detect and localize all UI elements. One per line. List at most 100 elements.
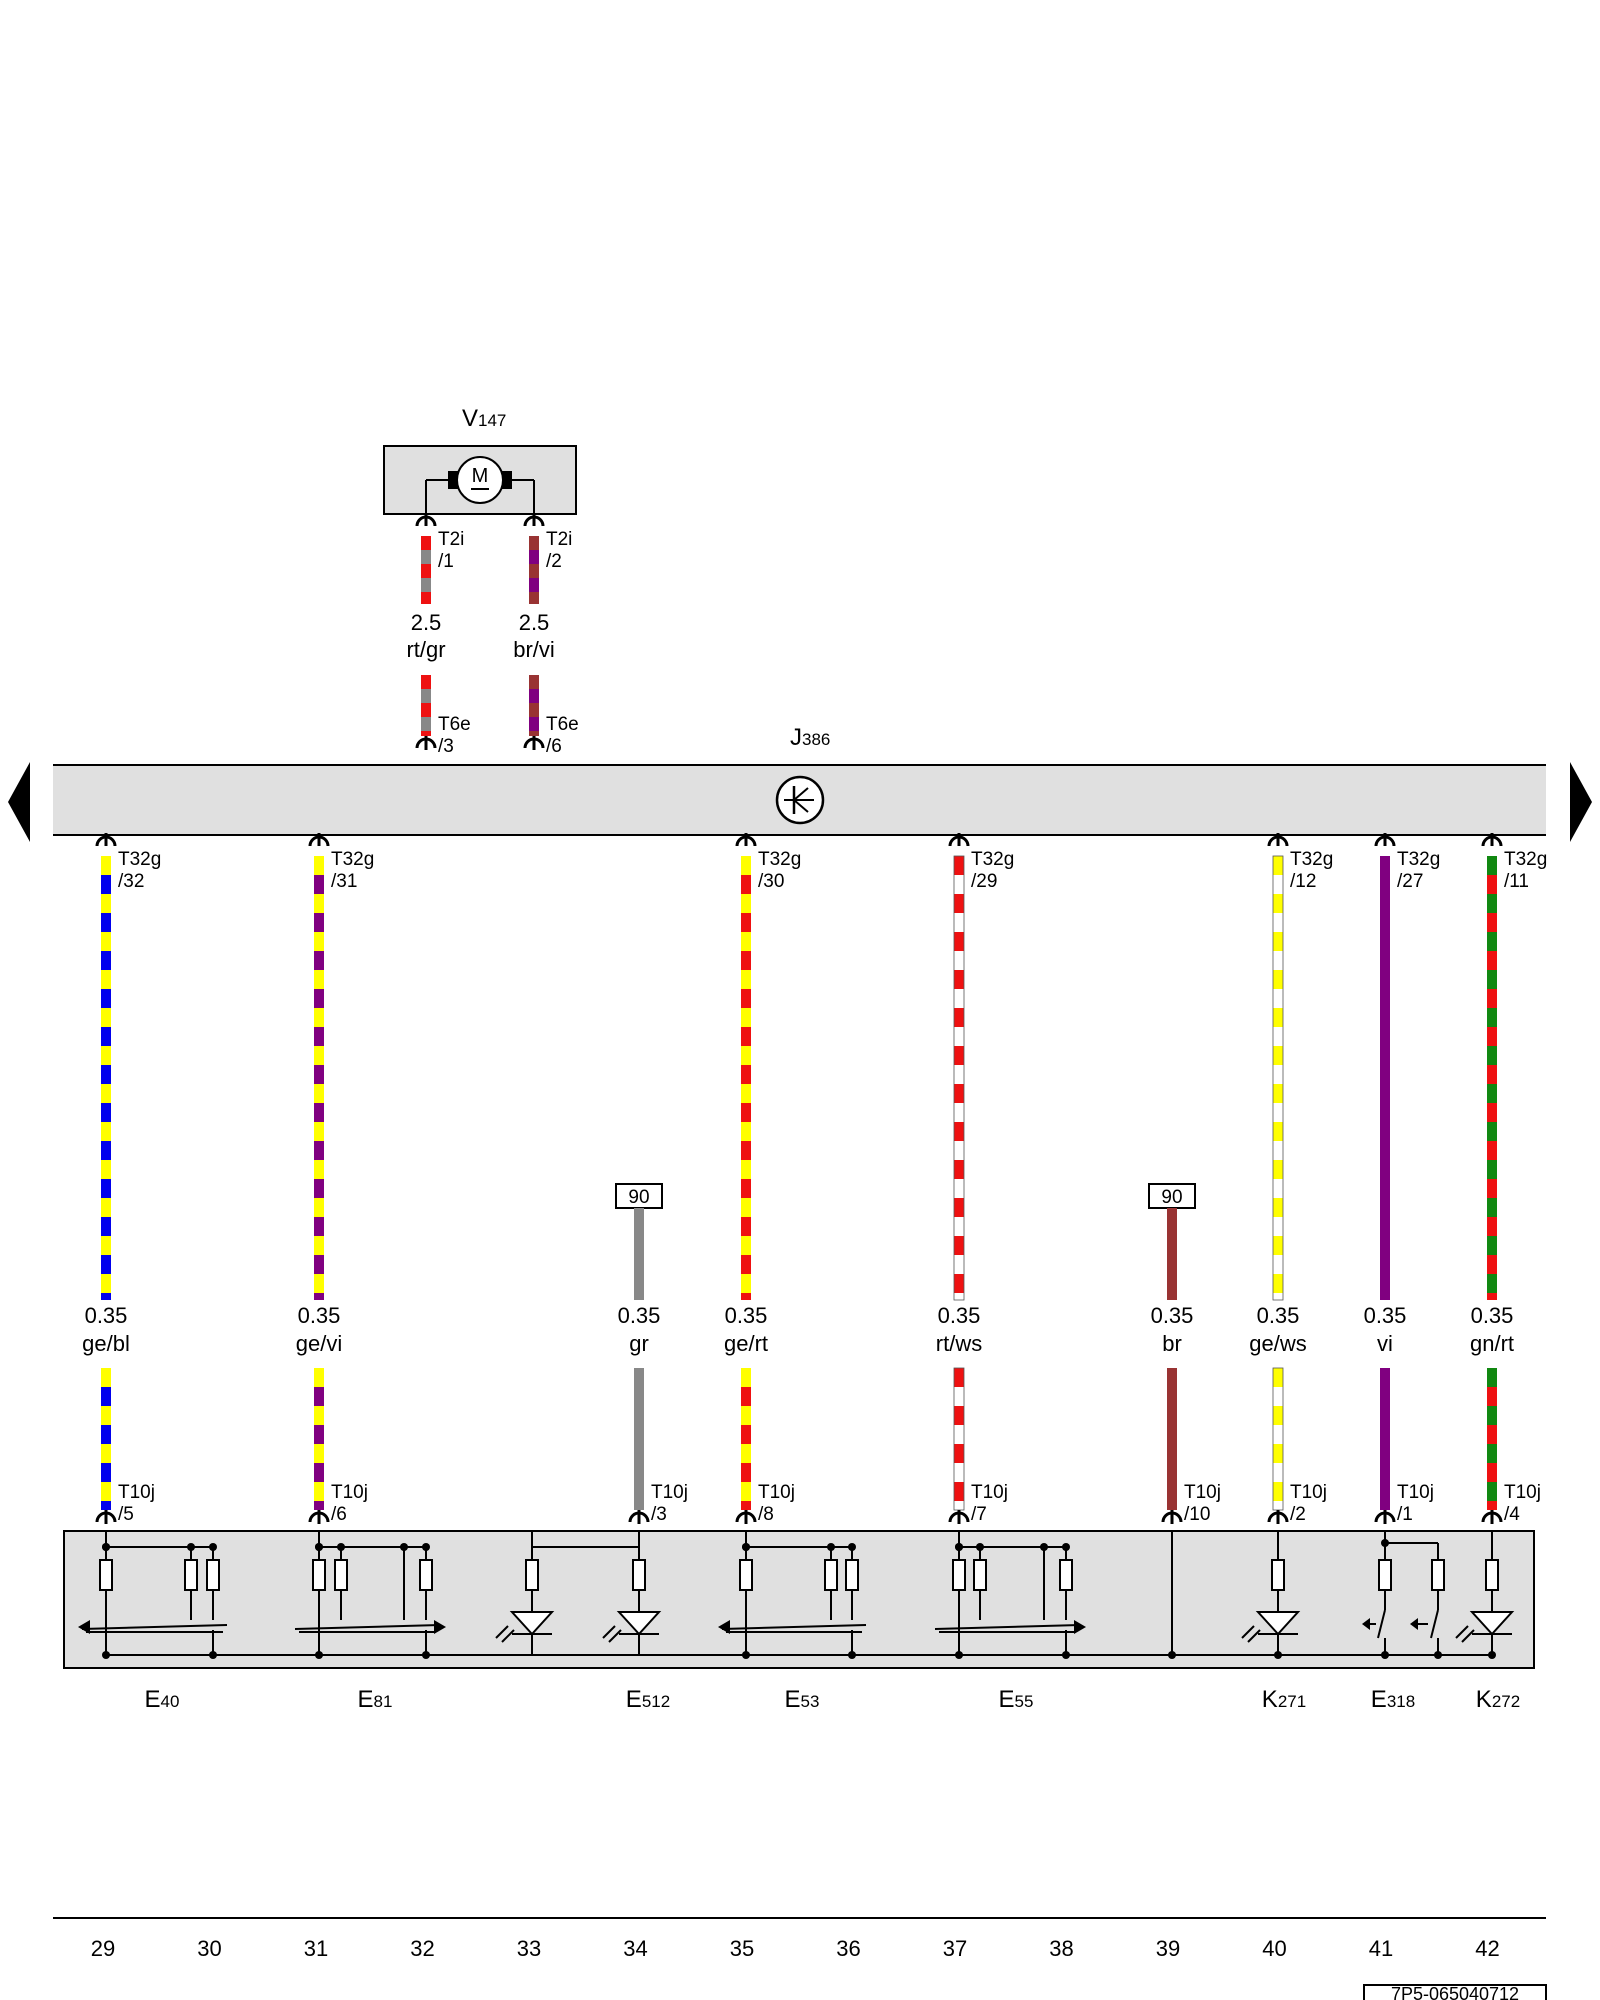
connector-name: T10j [651, 1482, 688, 1503]
wire-segment [1380, 894, 1390, 913]
wire-segment [634, 1368, 644, 1387]
wire-segment [314, 1425, 324, 1444]
wire-segment [1380, 1103, 1390, 1122]
wire-segment [314, 1198, 324, 1217]
wire-segment [1167, 1444, 1177, 1463]
led-ray [1455, 1625, 1469, 1639]
wire-segment [529, 578, 539, 592]
wire-segment [954, 1217, 964, 1236]
wire-segment [741, 1008, 751, 1027]
wire-color-code: br [1162, 1331, 1182, 1356]
connector-name: T10j [1290, 1482, 1327, 1503]
wire-segment [1487, 1501, 1497, 1510]
wire-segment [1167, 1246, 1177, 1265]
resistor [99, 1559, 113, 1591]
led-ray [1247, 1629, 1261, 1643]
wire-segment [1380, 1141, 1390, 1160]
wire-segment [1487, 1084, 1497, 1103]
wire-segment [634, 1425, 644, 1444]
wire-segment [741, 1103, 751, 1122]
resistor [632, 1559, 646, 1591]
previous-page-arrow[interactable] [8, 762, 30, 842]
resistor [1271, 1559, 1285, 1591]
wire-segment [1487, 1103, 1497, 1122]
wire-segment [529, 717, 539, 731]
wire-color-code: ge/ws [1249, 1331, 1306, 1356]
wire-segment [101, 1444, 111, 1463]
wire-segment [101, 1046, 111, 1065]
connector-name: T32g [758, 849, 801, 870]
wire-segment [1273, 1406, 1283, 1425]
wire-segment [1487, 1463, 1497, 1482]
wire-segment [1487, 1160, 1497, 1179]
wire-segment [101, 1425, 111, 1444]
wire-segment [1273, 1046, 1283, 1065]
wire-segment [1273, 1141, 1283, 1160]
wire-segment [741, 951, 751, 970]
connector-pin: /31 [331, 871, 357, 892]
wire-segment [1273, 989, 1283, 1008]
wire-size: 0.35 [1471, 1303, 1514, 1328]
wire-size: 0.35 [725, 1303, 768, 1328]
wire-segment [314, 1255, 324, 1274]
wire-segment [529, 731, 539, 736]
connector-pin: /3 [438, 736, 454, 757]
connector-name: T32g [1290, 849, 1333, 870]
wire-segment [954, 951, 964, 970]
wire-segment [314, 1387, 324, 1406]
push-button-head [1362, 1618, 1370, 1630]
wire-segment [954, 1463, 964, 1482]
connector-name: T32g [118, 849, 161, 870]
wire-segment [1167, 1501, 1177, 1510]
wire-segment [314, 1217, 324, 1236]
wire-segment [1487, 1198, 1497, 1217]
control-unit-j386: J386 [53, 724, 1546, 836]
wire-segment [314, 1065, 324, 1084]
wire-segment [1273, 1387, 1283, 1406]
wire-segment [1167, 1227, 1177, 1246]
wire-size: 0.35 [1364, 1303, 1407, 1328]
wire-segment [314, 1046, 324, 1065]
wire-segment [529, 536, 539, 550]
wire-segment [1487, 1255, 1497, 1274]
wire-size: 0.35 [1257, 1303, 1300, 1328]
wire-segment [1273, 1103, 1283, 1122]
wire-segment [1380, 913, 1390, 932]
column-number: 40 [1262, 1936, 1286, 1961]
connector-pin: /11 [1504, 871, 1529, 892]
wire-segment [101, 1160, 111, 1179]
wire-segment [954, 875, 964, 894]
switch-wiper [934, 1624, 1081, 1630]
wire-segment [954, 1027, 964, 1046]
wire-segment [1487, 894, 1497, 913]
switch-label-main: E [626, 1686, 642, 1713]
wire-segment [1380, 1255, 1390, 1274]
connector-name: T10j [1504, 1482, 1541, 1503]
switch-label-sub: 271 [1278, 1692, 1306, 1711]
wire-segment [314, 1274, 324, 1293]
wire-segment [1380, 1179, 1390, 1198]
wire-segment [1487, 856, 1497, 875]
wire-segment [741, 913, 751, 932]
next-page-arrow[interactable] [1570, 762, 1592, 842]
wire-segment [529, 689, 539, 703]
connector-pin: /7 [971, 1504, 987, 1525]
wire-size: 2.5 [519, 610, 550, 635]
connector-name: T10j [1397, 1482, 1434, 1503]
wire-segment [1487, 1368, 1497, 1387]
switch-label-sub: 55 [1015, 1692, 1034, 1711]
wire-segment [1380, 1368, 1390, 1387]
column-number: 34 [623, 1936, 647, 1961]
wire-segment [101, 1255, 111, 1274]
wire-segment [101, 1501, 111, 1510]
connector-pin: /4 [1504, 1504, 1520, 1525]
resistor [1485, 1559, 1499, 1591]
wire-segment [954, 913, 964, 932]
wire-segment [1380, 1406, 1390, 1425]
wire-segment [1273, 1236, 1283, 1255]
push-button [1430, 1609, 1439, 1639]
